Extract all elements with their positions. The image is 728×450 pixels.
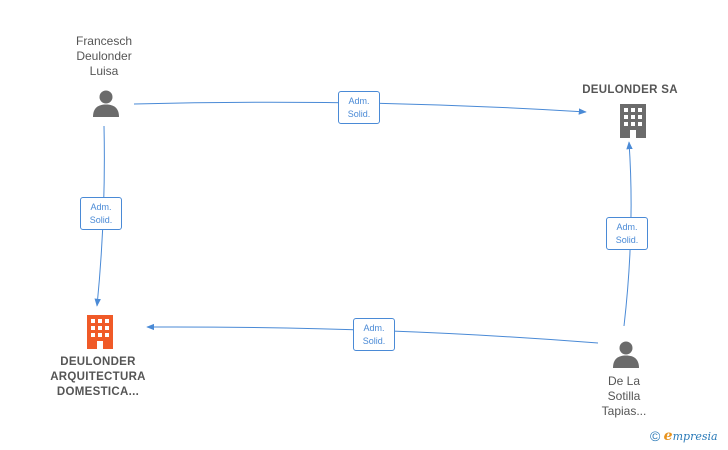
person-icon[interactable] bbox=[611, 339, 641, 369]
node-label-francesch[interactable]: Francesch Deulonder Luisa bbox=[54, 34, 154, 79]
edge-label-line: Adm. bbox=[348, 96, 370, 106]
node-label-de-la-sotilla[interactable]: De La Sotilla Tapias... bbox=[584, 374, 664, 419]
brand-logo[interactable]: © empresia bbox=[650, 428, 718, 448]
brand-name: mpresia bbox=[672, 430, 718, 443]
node-label-line: Francesch bbox=[75, 34, 133, 48]
building-icon[interactable] bbox=[617, 103, 649, 139]
building-icon[interactable] bbox=[84, 314, 116, 350]
edge-label-line: Solid. bbox=[89, 215, 113, 225]
edge-label-line: Adm. bbox=[616, 222, 638, 232]
brand-e: e bbox=[663, 428, 673, 444]
edge-label-de-la-sotilla-deulonder-sa: Adm. Solid. bbox=[606, 217, 648, 250]
node-label-line: DEULONDER SA bbox=[582, 84, 678, 96]
edge-label-francesch-deulonder-sa: Adm. Solid. bbox=[338, 91, 380, 124]
edge-label-de-la-sotilla-deulonder-arquitectura: Adm. Solid. bbox=[353, 318, 395, 351]
node-label-line: Tapias... bbox=[601, 404, 647, 418]
node-label-deulonder-sa[interactable]: DEULONDER SA bbox=[570, 83, 690, 98]
edge-label-line: Solid. bbox=[362, 336, 386, 346]
node-label-line: DEULONDER bbox=[60, 356, 136, 368]
copyright-icon: © bbox=[650, 428, 661, 444]
node-label-deulonder-arquitectura[interactable]: DEULONDER ARQUITECTURA DOMESTICA... bbox=[38, 355, 158, 400]
node-label-line: Luisa bbox=[89, 64, 119, 78]
edge-label-line: Solid. bbox=[347, 109, 371, 119]
person-icon[interactable] bbox=[91, 88, 121, 118]
edge-label-line: Adm. bbox=[90, 202, 112, 212]
node-label-line: Sotilla bbox=[607, 389, 641, 403]
node-label-line: DOMESTICA... bbox=[56, 386, 140, 398]
edge-label-line: Adm. bbox=[363, 323, 385, 333]
edge-label-francesch-deulonder-arquitectura: Adm. Solid. bbox=[80, 197, 122, 230]
node-label-line: Deulonder bbox=[76, 49, 132, 63]
node-label-line: ARQUITECTURA bbox=[50, 371, 146, 383]
node-label-line: De La bbox=[607, 374, 641, 388]
edge-label-line: Solid. bbox=[615, 235, 639, 245]
